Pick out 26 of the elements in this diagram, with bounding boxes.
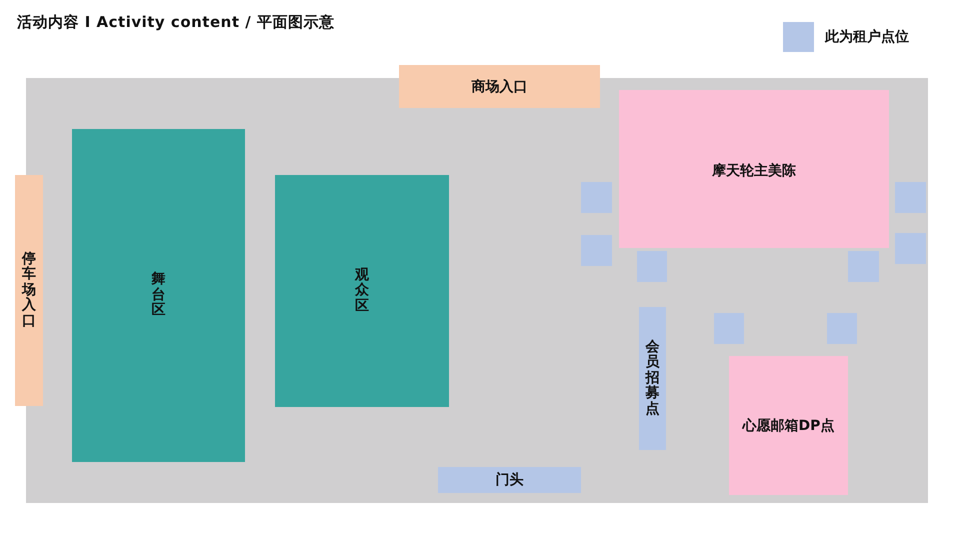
area-label: 商场入口 (472, 78, 528, 96)
tenant-spot (895, 182, 926, 213)
area-label: 停车场入口 (22, 252, 36, 329)
legend-label: 此为租户点位 (825, 28, 909, 46)
page-title: 活动内容 I Activity content / 平面图示意 (17, 13, 334, 32)
display-area (729, 356, 848, 495)
area-label: 观众区 (355, 268, 369, 314)
zone-area (72, 129, 245, 462)
tenant-spot (581, 182, 612, 213)
tenant-spot (581, 235, 612, 266)
zone-area (275, 175, 449, 407)
entrance-box (15, 175, 43, 406)
tenant-spot (637, 251, 667, 282)
entrance-box (399, 65, 600, 108)
area-label: 心愿邮箱DP点 (742, 416, 834, 434)
tenant-spot (639, 307, 666, 450)
tenant-spot (895, 233, 926, 264)
tenant-spot (827, 313, 857, 344)
tenant-spot (438, 467, 581, 493)
tenant-spot (714, 313, 744, 344)
area-label: 舞台区 (152, 272, 166, 319)
tenant-spot (848, 251, 879, 282)
display-area (619, 90, 889, 248)
area-label: 摩天轮主美陈 (712, 162, 796, 180)
area-label: 会员招募点 (646, 340, 660, 417)
area-label: 门头 (496, 471, 524, 489)
